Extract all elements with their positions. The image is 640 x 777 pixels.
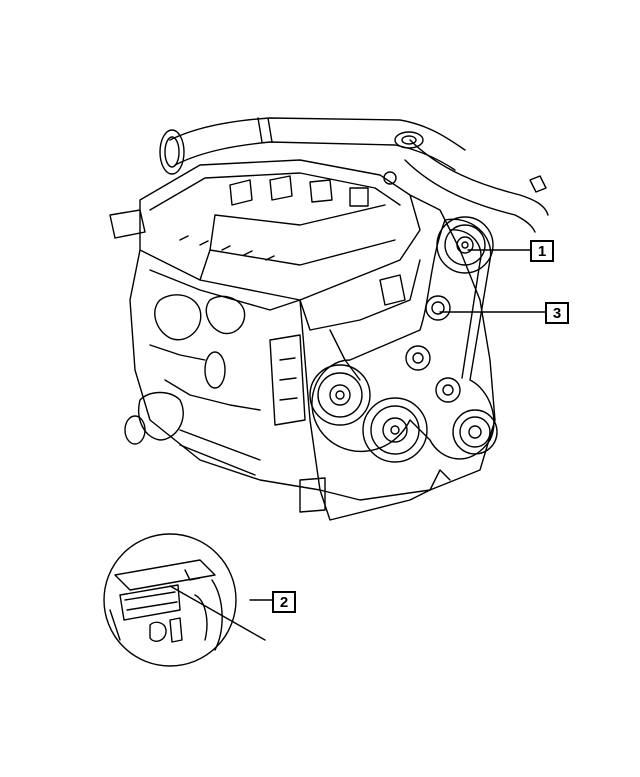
- callout-3-label: 3: [552, 304, 562, 322]
- callout-1: 1: [530, 240, 554, 262]
- callout-3: 3: [545, 302, 569, 324]
- engine-block: [124, 249, 326, 513]
- water-pump-pulley: [452, 409, 498, 455]
- alternator-pulley: [309, 364, 371, 426]
- callout-2-label: 2: [279, 593, 289, 611]
- tensioner-pulley: [405, 345, 461, 403]
- valve-cover: [109, 159, 421, 331]
- idler-pulley: [425, 295, 451, 321]
- accessory-drive-belt: [311, 218, 495, 460]
- leader-line-2: [169, 585, 266, 641]
- upper-pulley: [436, 216, 494, 274]
- callout-2: 2: [272, 591, 296, 613]
- callout-1-label: 1: [537, 242, 547, 260]
- crankshaft-pulley: [362, 397, 428, 463]
- inset-detail: [103, 533, 237, 667]
- intake-tube: [159, 117, 549, 233]
- oil-pan: [319, 469, 451, 521]
